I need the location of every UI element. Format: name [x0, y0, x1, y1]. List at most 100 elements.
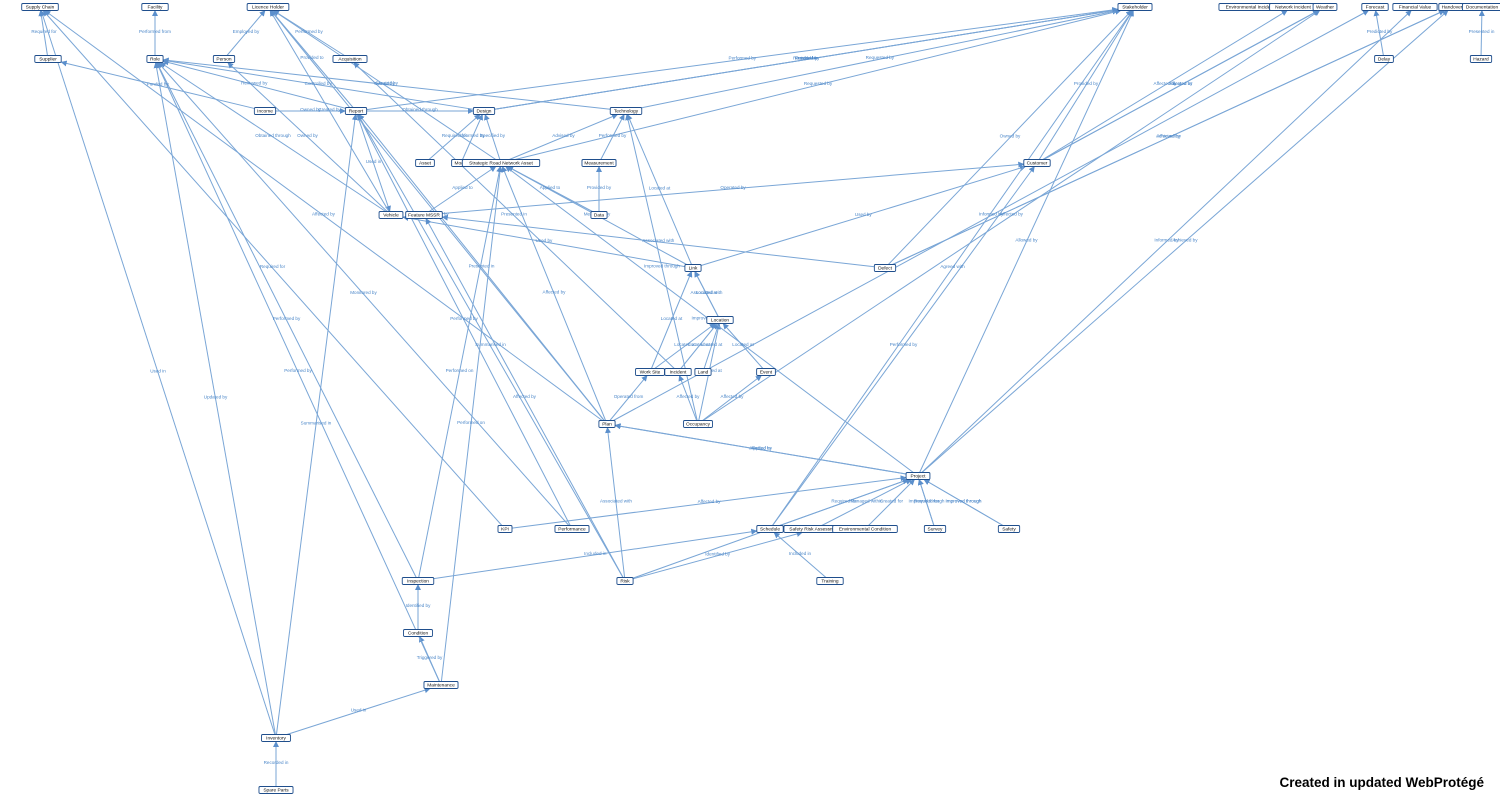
- node-work-site[interactable]: Work Site: [635, 368, 665, 376]
- node-hazard[interactable]: Hazard: [1469, 55, 1493, 63]
- edge-label: Requested by: [804, 81, 833, 86]
- edge-label: Informed by: [1154, 238, 1179, 243]
- edge-technology-to-stakeholder: [641, 8, 1119, 109]
- node-role[interactable]: Role: [146, 55, 164, 63]
- edge-maintenance-to-srn-asset: [440, 166, 503, 682]
- node-incident[interactable]: Incident: [664, 368, 692, 376]
- node-box: [141, 3, 169, 11]
- node-inventory[interactable]: Inventory: [261, 734, 291, 742]
- node-forecast[interactable]: Forecast: [1361, 3, 1389, 11]
- node-safety-risk-assessment[interactable]: Safety Risk Assessment: [783, 525, 847, 533]
- node-vehicle[interactable]: Vehicle: [378, 211, 404, 219]
- node-risk[interactable]: Risk: [616, 577, 634, 585]
- edge-label: Funded by: [147, 81, 169, 86]
- edge-vehicle-to-person: [227, 62, 388, 212]
- edge-label: Affected by: [677, 394, 701, 399]
- node-label: Maintenance: [427, 683, 455, 689]
- node-label: Strategic Road Network Asset: [469, 161, 533, 167]
- node-technology[interactable]: Technology: [609, 107, 643, 115]
- edge-project-to-plan: [614, 423, 907, 475]
- node-inspection[interactable]: Inspection: [401, 577, 435, 585]
- node-acquisition[interactable]: Acquisition: [332, 55, 368, 63]
- node-supplier[interactable]: Supplier: [34, 55, 62, 63]
- edge-label: Provided to: [300, 55, 324, 60]
- node-link[interactable]: Link: [684, 264, 702, 272]
- node-srn-asset[interactable]: Strategic Road Network Asset: [461, 159, 541, 167]
- node-feature-mssr[interactable]: Feature MSSR: [405, 211, 443, 219]
- node-kpi[interactable]: KPI: [497, 525, 513, 533]
- node-training[interactable]: Training: [816, 577, 844, 585]
- node-supply-chain[interactable]: Supply Chain: [21, 3, 59, 11]
- node-environmental-condition[interactable]: Environmental Condition: [832, 525, 898, 533]
- node-event[interactable]: Event: [756, 368, 776, 376]
- node-survey[interactable]: Survey: [923, 525, 947, 533]
- edge-performance-to-report: [357, 114, 571, 526]
- node-occupancy[interactable]: Occupancy: [683, 420, 713, 428]
- node-weather[interactable]: Weather: [1312, 3, 1338, 11]
- node-land[interactable]: Land: [694, 368, 712, 376]
- edge-label: Located at: [732, 342, 754, 347]
- node-person[interactable]: Person: [212, 55, 236, 63]
- node-facility[interactable]: Facility: [141, 3, 169, 11]
- node-financial-value[interactable]: Financial Value: [1392, 3, 1438, 11]
- node-label: Inventory: [266, 736, 286, 742]
- node-spare-parts[interactable]: Spare Parts: [258, 786, 294, 794]
- edge-inspection-to-schedule: [433, 528, 758, 580]
- node-project[interactable]: Project: [905, 472, 931, 480]
- node-condition[interactable]: Condition: [403, 629, 433, 637]
- node-handover[interactable]: Handover: [1438, 3, 1466, 11]
- edge-inventory-to-role: [153, 62, 276, 735]
- node-label: Financial Value: [1399, 5, 1432, 11]
- node-box: [1023, 159, 1051, 167]
- node-location[interactable]: Location: [706, 316, 734, 324]
- node-stakeholder[interactable]: Stakeholder: [1117, 3, 1153, 11]
- node-plan[interactable]: Plan: [598, 420, 616, 428]
- node-box: [905, 472, 931, 480]
- edge-plan-to-srn-asset: [501, 166, 607, 421]
- edge-vehicle-to-role: [159, 62, 386, 212]
- edge-label: Provided by: [1074, 81, 1099, 86]
- edge-label: Associated with: [691, 290, 723, 295]
- edge-label: Triggered by: [417, 655, 443, 660]
- node-measurement[interactable]: Measurement: [581, 159, 617, 167]
- edge-label: Performed by: [729, 55, 757, 60]
- edge-event-to-location: [722, 323, 764, 369]
- node-performance[interactable]: Performance: [554, 525, 590, 533]
- node-maintenance[interactable]: Maintenance: [423, 681, 459, 689]
- node-label: Incident: [670, 370, 687, 376]
- node-network-incident[interactable]: Network Incident: [1269, 3, 1317, 11]
- node-schedule[interactable]: Schedule: [756, 525, 784, 533]
- node-safety[interactable]: Safety: [997, 525, 1021, 533]
- node-label: Licence Holder: [252, 5, 284, 11]
- edge-label: Affected by: [543, 290, 567, 295]
- node-label: Performance: [558, 527, 586, 533]
- edge-label: Advised by: [552, 133, 575, 138]
- node-income[interactable]: Income: [253, 107, 277, 115]
- node-label: Data: [594, 213, 604, 219]
- node-delay[interactable]: Delay: [1374, 55, 1394, 63]
- edge-hazard-to-documentation: [1478, 10, 1485, 56]
- edge-label: Allowed by: [1015, 238, 1038, 243]
- node-label: Project: [911, 474, 927, 480]
- node-label: Training: [821, 579, 838, 585]
- node-label: Forecast: [1366, 5, 1385, 11]
- nodes-layer: Supply Chain Facility Licence Holder Stakeh…: [21, 3, 1500, 794]
- node-label: Vehicle: [383, 213, 399, 219]
- node-report[interactable]: Report: [344, 107, 368, 115]
- node-box: [146, 55, 164, 63]
- edge-risk-to-safety-risk-assessment: [632, 531, 803, 580]
- edge-label: Located at: [696, 290, 718, 295]
- node-asset[interactable]: Asset: [415, 159, 435, 167]
- node-defect[interactable]: Defect: [873, 264, 897, 272]
- node-label: Environmental Incident: [1226, 5, 1275, 11]
- node-licence-holder[interactable]: Licence Holder: [246, 3, 290, 11]
- edge-training-to-schedule: [773, 532, 827, 578]
- edge-inspection-to-role: [156, 62, 417, 578]
- node-customer[interactable]: Customer: [1023, 159, 1051, 167]
- edge-label: Affected by: [312, 212, 336, 217]
- node-design[interactable]: Design: [472, 107, 496, 115]
- node-data[interactable]: Data: [590, 211, 608, 219]
- edge-label: Performed by: [295, 29, 323, 34]
- node-documentation[interactable]: Documentation: [1461, 3, 1500, 11]
